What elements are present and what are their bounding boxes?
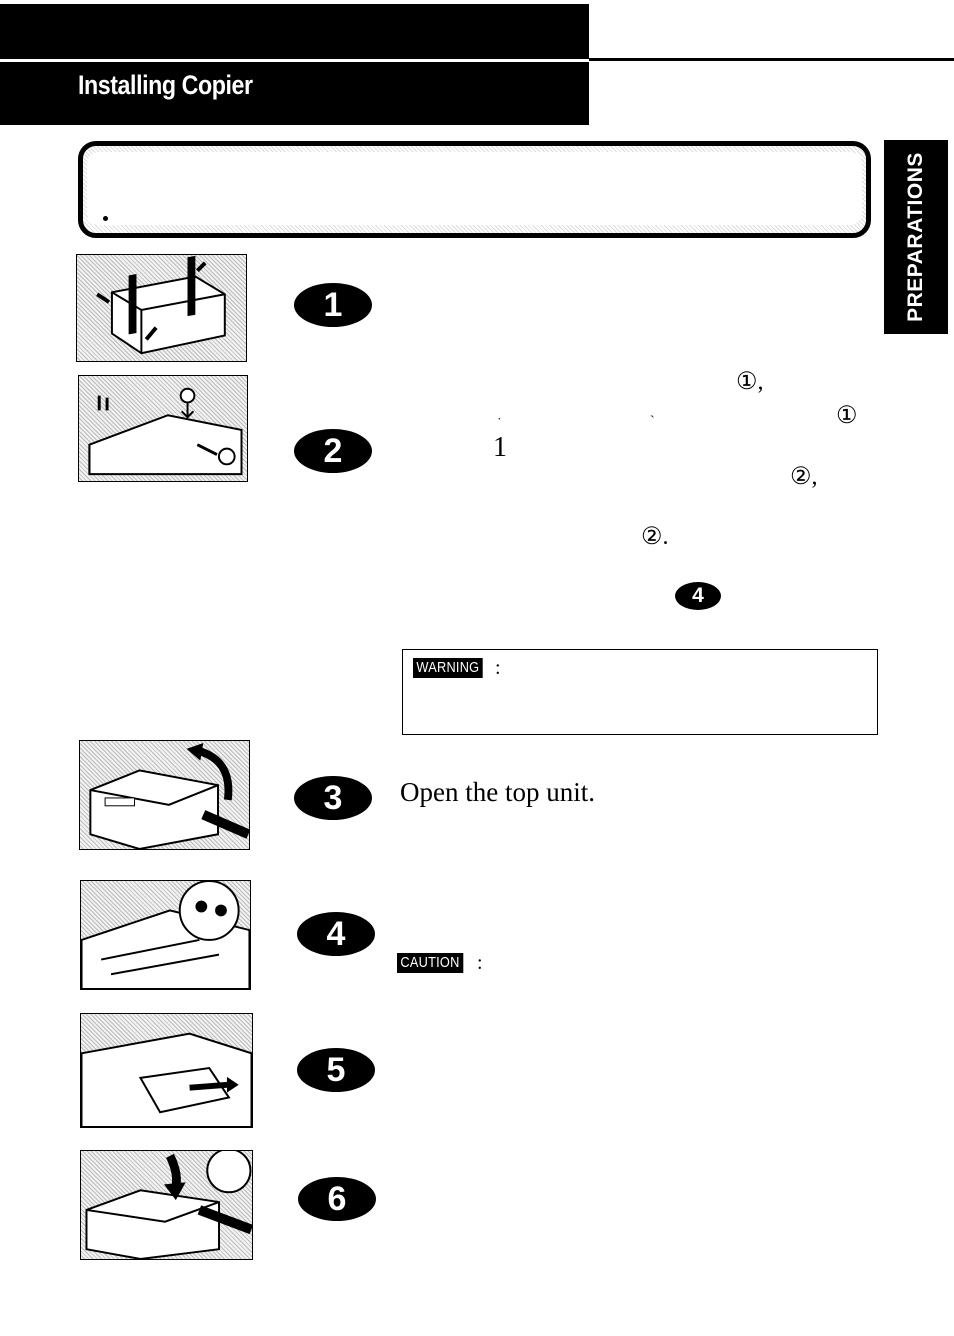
step-5-illustration [80, 1013, 253, 1128]
step-1-badge: 1 [294, 283, 372, 327]
section-tab: PREPARATIONS [884, 140, 948, 334]
step-6-badge: 6 [298, 1177, 376, 1221]
page-title: Installing Copier [78, 70, 253, 100]
step-3-illustration [79, 740, 250, 850]
tick-mark: ˋ [650, 414, 655, 429]
circled-two-icon: ②, [790, 464, 818, 490]
caution-colon: : [477, 952, 483, 974]
caution-label: CAUTION [397, 953, 463, 973]
step-2-illustration [78, 375, 248, 482]
header-divider [0, 59, 589, 62]
step-6-illustration [80, 1150, 253, 1260]
warning-colon: : [495, 657, 501, 679]
text-fragment: 1 [493, 432, 507, 463]
step-4-badge: 4 [297, 912, 375, 956]
header-bar [0, 4, 589, 125]
circled-one-icon: ①, [736, 369, 764, 395]
step-5-badge: 5 [297, 1048, 375, 1092]
section-tab-label: PREPARATIONS [904, 152, 927, 322]
notice-box [78, 141, 871, 238]
step-3-text: Open the top unit. [400, 777, 595, 807]
step-4-illustration [80, 880, 251, 990]
warning-box: WARNING : [402, 649, 878, 735]
circled-two-icon: ②. [641, 524, 669, 550]
step-4-reference-badge: 4 [675, 582, 721, 610]
step-2-badge: 2 [294, 429, 372, 473]
bullet-icon [103, 216, 108, 221]
step-3-badge: 3 [294, 776, 372, 820]
dot-mark: ˙ [497, 416, 502, 431]
warning-label: WARNING [413, 658, 483, 678]
notice-inner [87, 152, 862, 225]
circled-one-icon: ① [836, 403, 858, 429]
header-rule [589, 58, 954, 61]
step-1-illustration [76, 254, 247, 362]
